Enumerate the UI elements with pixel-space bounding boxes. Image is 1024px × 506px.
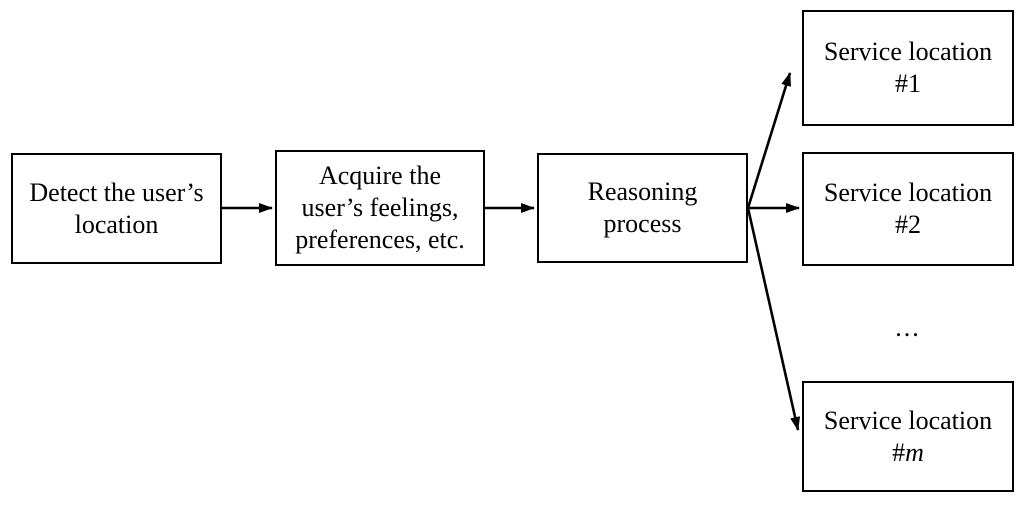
box-text-line: Acquire the	[318, 161, 441, 190]
box-text-line: Detect the user’s	[29, 177, 204, 207]
box-text-line: #1	[895, 69, 921, 98]
hash-prefix: #	[892, 437, 906, 467]
box-text-line: preferences, etc.	[295, 225, 465, 254]
box-service-location-1: Service location #1	[802, 10, 1014, 126]
box-service-location-2: Service location #2	[802, 152, 1014, 266]
box-text-line: Service location	[823, 37, 993, 66]
box-acquire-feelings-preferences: Acquire the user’s feelings, preferences…	[275, 150, 485, 266]
arrow-reasoning-to-service1	[746, 72, 792, 209]
box-text-line: process	[603, 209, 682, 238]
box-text-line: #m	[892, 437, 924, 469]
box-text-line: location	[74, 209, 159, 239]
box-text-line: user’s feelings,	[301, 193, 459, 222]
box-service-location-m: Service location #m	[802, 381, 1014, 492]
box-reasoning-process: Reasoning process	[537, 153, 748, 263]
box-text-line: Reasoning	[587, 177, 698, 206]
box-text-line: #2	[895, 210, 921, 239]
box-text-line: Service location	[823, 178, 993, 207]
italic-m-variable: m	[905, 437, 924, 467]
arrow-reasoning-to-serviceM	[746, 207, 801, 431]
service-list-ellipsis: ...	[895, 313, 921, 342]
box-detect-user-location: Detect the user’s location	[11, 153, 222, 264]
box-text-line: Service location	[823, 405, 993, 435]
